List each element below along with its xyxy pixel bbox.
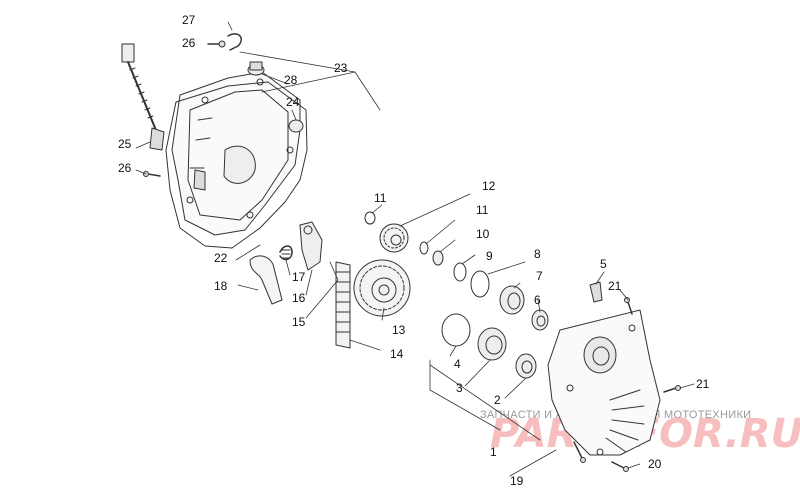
seal-8 (470, 270, 490, 298)
callout-11b: 11 (476, 203, 489, 217)
callout-15: 15 (292, 315, 306, 329)
callout-24: 24 (286, 95, 300, 109)
callout-6: 6 (534, 293, 541, 307)
callout-8: 8 (534, 247, 541, 261)
callout-labels: 1 2 3 4 5 6 7 8 9 10 11 11 12 13 14 15 1… (118, 13, 710, 488)
callout-14: 14 (390, 347, 404, 361)
bolt-19 (573, 441, 586, 463)
chaincase-gasket (165, 81, 308, 249)
leader-lines (135, 21, 695, 477)
callout-22: 22 (214, 251, 228, 265)
callout-25: 25 (118, 137, 132, 151)
chaincase-housing (547, 309, 661, 456)
snap-ring-11b (419, 241, 429, 255)
callout-21a: 21 (608, 279, 622, 293)
callout-28: 28 (284, 73, 298, 87)
callout-2: 2 (494, 393, 501, 407)
clip-27 (227, 33, 242, 51)
callout-4: 4 (454, 357, 461, 371)
bearing-3 (477, 327, 507, 361)
callout-9: 9 (486, 249, 493, 263)
bolt-26-top (207, 40, 226, 48)
callout-5: 5 (600, 257, 607, 271)
callout-12: 12 (482, 179, 496, 193)
o-ring-9 (453, 262, 467, 282)
o-ring-4 (441, 313, 471, 347)
callout-7: 7 (536, 269, 543, 283)
bolt-21-top (624, 297, 633, 315)
cap-28 (247, 61, 265, 76)
washer-10 (432, 250, 444, 266)
callout-21b: 21 (696, 377, 710, 391)
upper-sprocket (379, 223, 409, 253)
callout-13: 13 (392, 323, 406, 337)
tensioner-shoe (249, 255, 283, 305)
chain-tensioner (279, 221, 323, 271)
snap-ring-11a (364, 211, 376, 225)
callout-26a: 26 (182, 36, 196, 50)
drive-chain (335, 261, 351, 349)
callout-26b: 26 (118, 161, 132, 175)
seal-6 (531, 309, 549, 331)
seal-2 (515, 353, 537, 379)
callout-18: 18 (214, 279, 228, 293)
callout-10: 10 (476, 227, 490, 241)
callout-20: 20 (648, 457, 662, 471)
bearing-7 (499, 285, 525, 315)
callout-19: 19 (510, 474, 524, 488)
callout-1: 1 (490, 445, 497, 459)
callout-16: 16 (292, 291, 306, 305)
callout-17: 17 (292, 270, 306, 284)
dipstick (121, 43, 165, 151)
lower-sprocket (353, 259, 411, 317)
bolt-20 (611, 461, 629, 472)
callout-23: 23 (334, 61, 348, 75)
seal-24 (288, 119, 304, 133)
chaincase-outer-cover (171, 71, 301, 236)
callout-3: 3 (456, 381, 463, 395)
callout-11a: 11 (374, 191, 387, 205)
callout-27: 27 (182, 13, 196, 27)
fitting-5 (589, 281, 603, 303)
bolt-21-side (663, 385, 681, 393)
